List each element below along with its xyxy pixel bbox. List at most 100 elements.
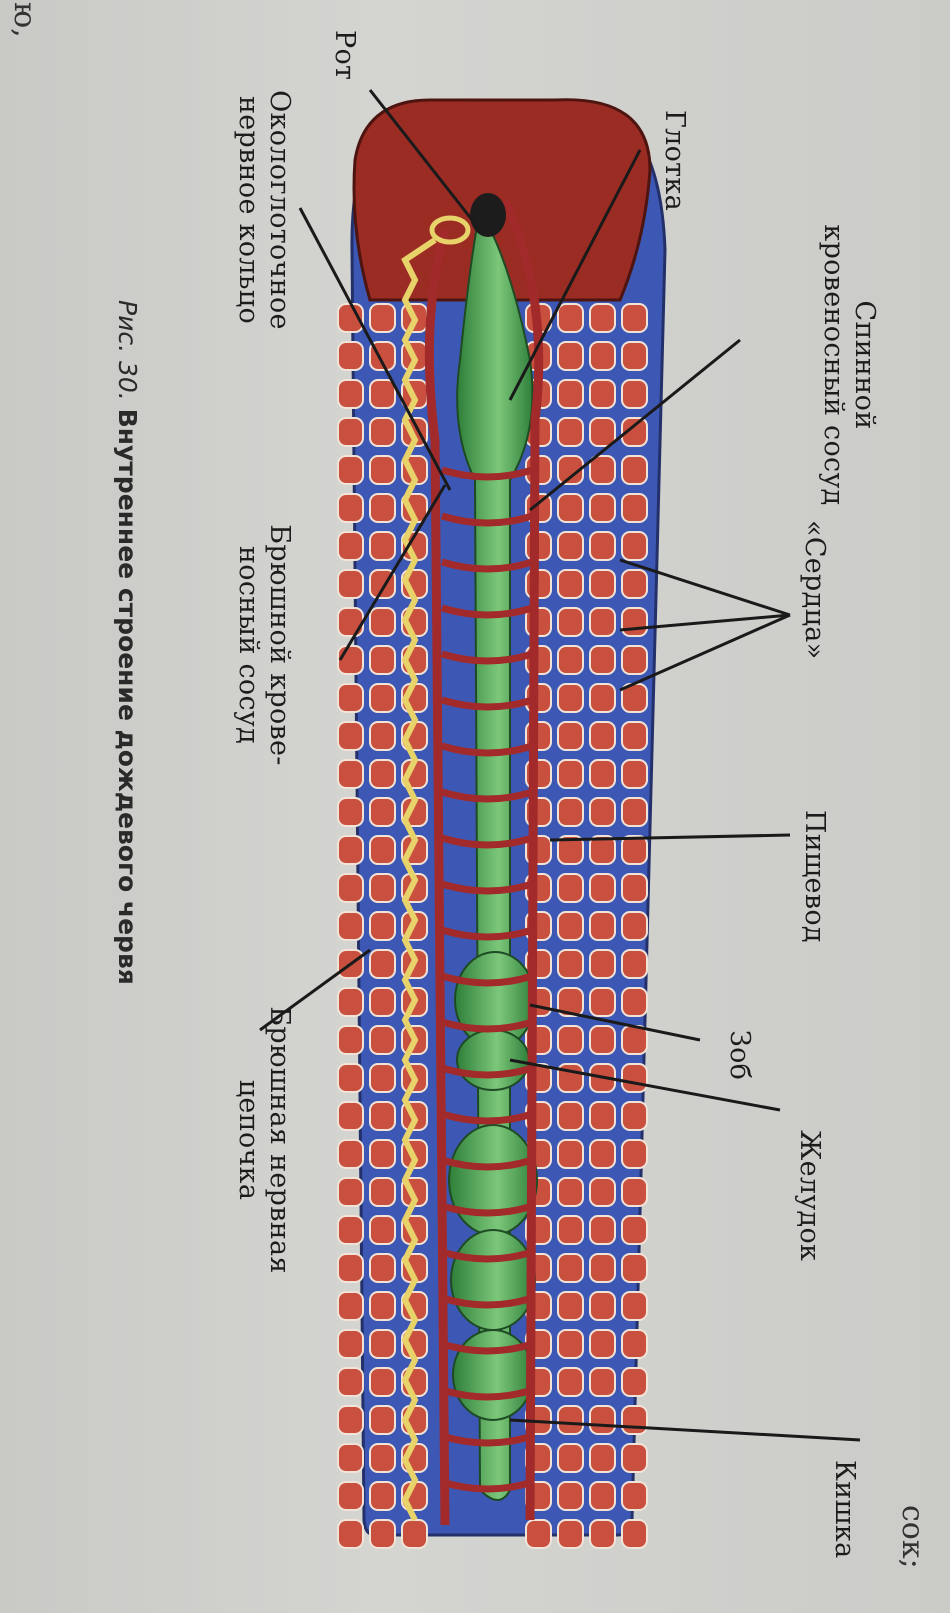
leader-nerve-chain xyxy=(259,948,371,1032)
leader-stomach xyxy=(509,1058,781,1112)
segment-block xyxy=(337,379,364,409)
figure-caption: Рис. 30. Внутреннее строение дождевого ч… xyxy=(113,300,142,985)
segment-block xyxy=(621,1177,648,1207)
segment-block xyxy=(621,797,648,827)
segment-block xyxy=(557,721,584,751)
vessel-ring xyxy=(440,604,534,619)
segment-block xyxy=(337,1139,364,1169)
segment-block xyxy=(557,683,584,713)
segment-block xyxy=(337,1177,364,1207)
label-ventral-vessel-line2: носный сосуд xyxy=(233,545,264,745)
segment-block xyxy=(337,873,364,903)
segment-block xyxy=(557,645,584,675)
vessel-ring xyxy=(440,1018,534,1033)
segment-block xyxy=(621,1215,648,1245)
segment-block xyxy=(589,1291,616,1321)
segment-block xyxy=(621,531,648,561)
mouth-opening xyxy=(470,193,506,237)
segment-block xyxy=(557,1481,584,1511)
segment-block xyxy=(557,1139,584,1169)
segment-block xyxy=(557,797,584,827)
label-nerve-chain: Брюшная нервная цепочка xyxy=(233,990,295,1290)
segment-block xyxy=(557,1025,584,1055)
segment-block xyxy=(589,721,616,751)
segment-block xyxy=(589,341,616,371)
segment-block xyxy=(589,493,616,523)
segment-block xyxy=(557,873,584,903)
segment-block xyxy=(557,759,584,789)
segment-block xyxy=(337,1405,364,1435)
segment-block xyxy=(621,607,648,637)
segment-block xyxy=(621,379,648,409)
label-ventral-vessel: Брюшной крове- носный сосуд xyxy=(233,500,295,790)
segment-block xyxy=(369,721,396,751)
segment-block xyxy=(369,493,396,523)
segment-block xyxy=(337,759,364,789)
segment-block xyxy=(369,303,396,333)
segment-block xyxy=(557,1101,584,1131)
label-dorsal-vessel-line2: кровеносный сосуд xyxy=(818,224,849,506)
segment-block xyxy=(369,949,396,979)
caption-title: Внутреннее строение дождевого червя xyxy=(113,408,142,985)
segment-block xyxy=(589,455,616,485)
segment-block xyxy=(337,341,364,371)
segment-block xyxy=(557,379,584,409)
leader-intestine xyxy=(509,1418,861,1442)
segment-block xyxy=(621,341,648,371)
segment-block xyxy=(337,1253,364,1283)
vessel-ring xyxy=(440,1110,534,1125)
leader-mouth xyxy=(368,89,482,231)
segment-block xyxy=(589,379,616,409)
segment-block xyxy=(337,721,364,751)
vessel-ring xyxy=(440,1432,534,1447)
segment-block xyxy=(621,1443,648,1473)
segment-block xyxy=(589,1519,616,1549)
label-dorsal-vessel-line1: Спинной xyxy=(849,300,880,430)
gut-bulge xyxy=(450,1229,536,1331)
vessel-ring xyxy=(440,1156,534,1171)
segment-block xyxy=(557,1519,584,1549)
segment-block xyxy=(337,455,364,485)
segment-block xyxy=(589,1367,616,1397)
segment-block xyxy=(369,1481,396,1511)
segment-block xyxy=(589,797,616,827)
segment-block xyxy=(589,607,616,637)
segment-block xyxy=(369,379,396,409)
segment-block xyxy=(621,1291,648,1321)
segment-block xyxy=(557,1291,584,1321)
segment-block xyxy=(621,949,648,979)
vessel-ring xyxy=(440,1248,534,1263)
segment-block xyxy=(557,1253,584,1283)
label-esophagus: Пищевод xyxy=(799,810,830,943)
segment-block xyxy=(557,455,584,485)
label-dorsal-vessel: Спинной кровеносный сосуд xyxy=(818,200,880,530)
segment-block xyxy=(557,1405,584,1435)
segment-block xyxy=(557,341,584,371)
vessel-ring xyxy=(440,1064,534,1079)
vessel-ring xyxy=(440,834,534,849)
leader-crop xyxy=(529,1003,701,1042)
segment-block xyxy=(337,683,364,713)
vessel-ring xyxy=(440,926,534,941)
label-pharynx: Глотка xyxy=(659,110,690,211)
segment-block xyxy=(369,645,396,675)
vessel-ring xyxy=(440,696,534,711)
segment-block xyxy=(557,1215,584,1245)
segment-block xyxy=(557,417,584,447)
vessel-ring xyxy=(440,558,534,573)
segment-block xyxy=(589,949,616,979)
segment-block xyxy=(369,911,396,941)
label-ventral-vessel-line1: Брюшной крове- xyxy=(264,524,295,766)
segment-block xyxy=(621,1405,648,1435)
segment-block xyxy=(337,531,364,561)
leader-nerve-ring xyxy=(298,207,452,491)
vessel-ring xyxy=(440,788,534,803)
segment-block xyxy=(621,1481,648,1511)
label-hearts: «Сердца» xyxy=(799,520,830,660)
segment-block xyxy=(369,1329,396,1359)
segment-block xyxy=(369,683,396,713)
segment-block xyxy=(337,607,364,637)
